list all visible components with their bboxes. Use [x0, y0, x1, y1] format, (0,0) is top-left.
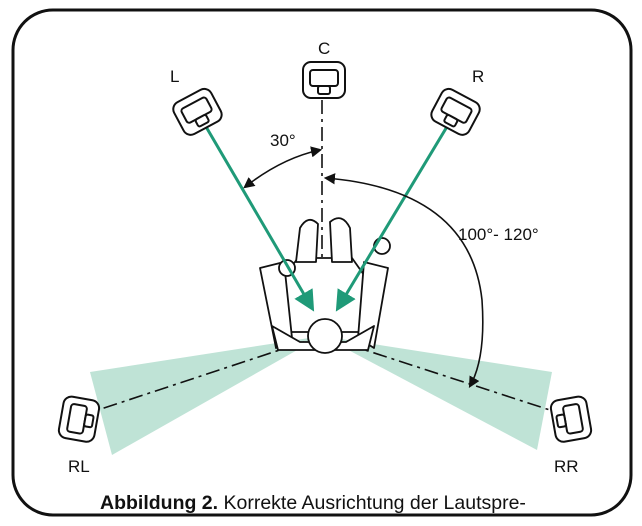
speaker-rear-left-icon: [57, 395, 101, 443]
rear-left-coverage-cone: [90, 336, 322, 455]
rear-angle-label: 100°- 120°: [458, 225, 539, 244]
figure-label: Abbildung 2.: [100, 492, 219, 514]
speaker-center-icon: [302, 61, 346, 99]
speaker-rear-right-icon: [549, 395, 593, 443]
front-angle-label: 30°: [270, 131, 296, 150]
speaker-label-right: R: [472, 67, 484, 86]
speaker-label-center: C: [318, 39, 330, 58]
figure-caption: Abbildung 2. Korrekte Ausrichtung der La…: [100, 490, 640, 526]
speaker-left-icon: [172, 87, 223, 136]
figure-caption-text: Korrekte Ausrichtung der Lautspre-: [218, 492, 526, 514]
front-angle-arc: [243, 146, 323, 189]
speaker-label-left: L: [170, 67, 179, 86]
left-speaker-direction-arrow: [203, 124, 315, 312]
speaker-right-icon: [430, 87, 481, 136]
rear-angle-arc: [323, 173, 484, 388]
listener-head: [307, 318, 343, 354]
speaker-label-rear-right: RR: [554, 457, 579, 476]
speaker-label-rear-left: RL: [68, 457, 90, 476]
